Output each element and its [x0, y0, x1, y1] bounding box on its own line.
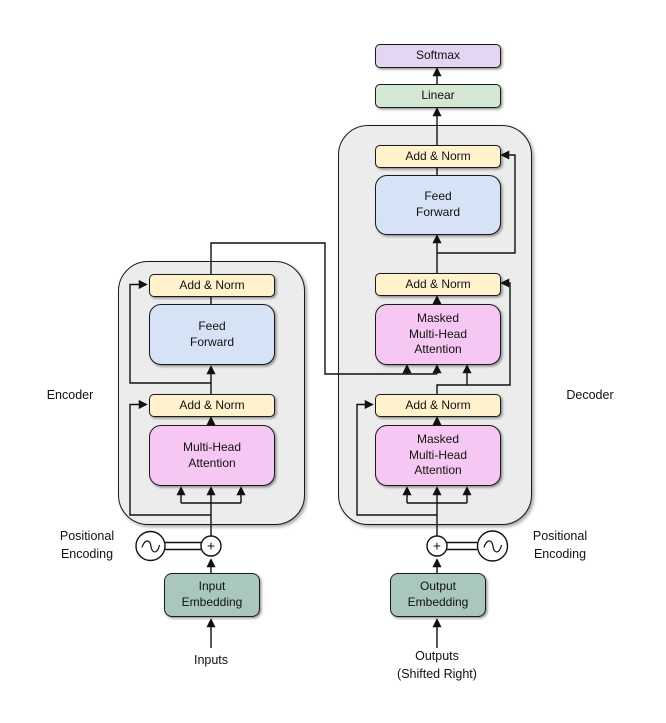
input-embedding-node: Input Embedding: [164, 573, 260, 617]
encoder-mha-node: Multi-Head Attention: [149, 425, 275, 486]
inputs-label: Inputs: [193, 653, 229, 667]
encoder-add-norm-bottom-node: Add & Norm: [149, 394, 275, 417]
decoder-residual-3-line: [437, 150, 515, 253]
decoder-add-norm-bottom-node: Add & Norm: [375, 394, 501, 417]
positional-encoding-symbols: [136, 531, 508, 561]
sine-wave-icon: [142, 541, 160, 552]
output-embedding-node: Output Embedding: [390, 573, 486, 617]
encoder-feed-forward-node: Feed Forward: [149, 304, 275, 365]
plus-circle-right: [427, 536, 447, 556]
linear-node: Linear: [375, 84, 501, 108]
plus-icon: +: [207, 538, 215, 554]
sine-wave-icon: [484, 541, 502, 552]
outputs-label: Outputs (Shifted Right): [397, 649, 477, 681]
encoder-flow-lines: [130, 243, 442, 648]
positional-encoding-label-left: Positional Encoding: [59, 529, 115, 561]
decoder-feed-forward-node: Feed Forward: [375, 175, 501, 235]
encoder-add-norm-top-node: Add & Norm: [149, 274, 275, 297]
plus-icon: +: [433, 538, 441, 554]
positional-encoding-label-right: Positional Encoding: [532, 529, 588, 561]
plus-circle-left: [201, 536, 221, 556]
decoder-add-norm-top-node: Add & Norm: [375, 145, 501, 168]
encoder-residual-2-line: [130, 279, 211, 384]
encoder-label: Encoder: [46, 388, 94, 402]
encoder-residual-1-line: [130, 399, 211, 516]
decoder-masked-mha-mid-node: Masked Multi-Head Attention: [375, 304, 501, 365]
decoder-residual-2-line: [437, 278, 510, 394]
decoder-add-norm-mid-node: Add & Norm: [375, 273, 501, 296]
decoder-masked-mha-bottom-node: Masked Multi-Head Attention: [375, 425, 501, 486]
decoder-residual-1-line: [357, 399, 437, 516]
decoder-flow-lines: [357, 67, 515, 648]
encoder-to-decoder-line: [211, 243, 437, 374]
decoder-label: Decoder: [566, 388, 614, 402]
softmax-node: Softmax: [375, 44, 501, 68]
